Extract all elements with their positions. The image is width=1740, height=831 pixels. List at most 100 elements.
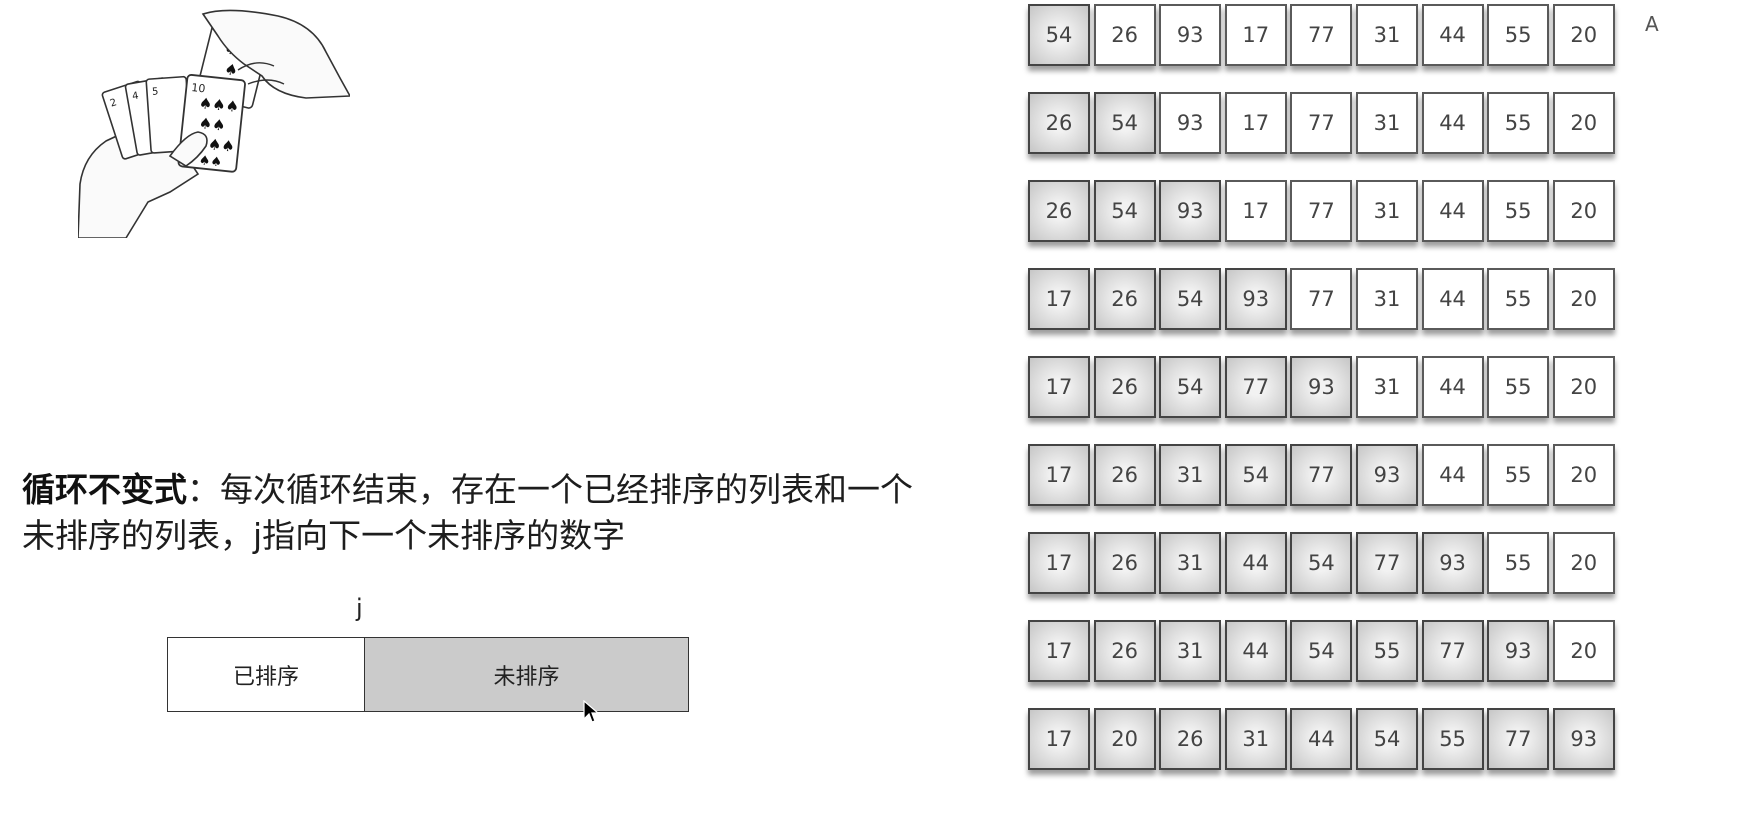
unsorted-cell: 93 <box>1159 92 1222 154</box>
sorted-cell: 54 <box>1224 444 1287 506</box>
sorted-cell: 17 <box>1028 620 1090 682</box>
sorted-unsorted-bar: 已排序 未排序 <box>167 637 689 712</box>
svg-text:♠♠: ♠♠ <box>198 114 227 135</box>
sorted-cell: 54 <box>1355 708 1418 770</box>
unsorted-cell: 20 <box>1552 4 1615 66</box>
sorted-cell: 54 <box>1093 180 1156 242</box>
unsorted-cell: 20 <box>1552 620 1615 682</box>
unsorted-cell: 55 <box>1487 444 1550 506</box>
sorted-region: 已排序 <box>168 638 365 711</box>
sorted-cell: 54 <box>1093 92 1156 154</box>
svg-text:♠♠♠: ♠♠♠ <box>198 94 240 116</box>
unsorted-cell: 44 <box>1421 356 1484 418</box>
sorted-cell: 77 <box>1290 444 1353 506</box>
sorted-cell: 26 <box>1093 532 1156 594</box>
sorted-cell: 26 <box>1093 620 1156 682</box>
unsorted-cell: 77 <box>1290 268 1353 330</box>
sorted-cell: 54 <box>1159 356 1222 418</box>
unsorted-cell: 44 <box>1421 268 1484 330</box>
card-rank-label: 5 <box>152 87 159 98</box>
unsorted-cell: 20 <box>1552 444 1615 506</box>
sorted-cell: 93 <box>1159 180 1222 242</box>
unsorted-cell: 31 <box>1355 180 1418 242</box>
unsorted-cell: 77 <box>1290 180 1353 242</box>
unsorted-cell: 77 <box>1290 92 1353 154</box>
sorted-cell: 77 <box>1224 356 1287 418</box>
unsorted-cell: 44 <box>1421 4 1484 66</box>
sorted-cell: 55 <box>1355 620 1418 682</box>
sorted-cell: 54 <box>1290 532 1353 594</box>
unsorted-cell: 20 <box>1552 180 1615 242</box>
unsorted-cell: 44 <box>1421 92 1484 154</box>
unsorted-cell: 77 <box>1290 4 1353 66</box>
array-label: A <box>1645 12 1659 36</box>
unsorted-cell: 55 <box>1487 92 1550 154</box>
sorted-cell: 93 <box>1487 620 1550 682</box>
sorted-cell: 17 <box>1028 532 1090 594</box>
unsorted-cell: 55 <box>1487 180 1550 242</box>
unsorted-cell: 17 <box>1224 92 1287 154</box>
loop-invariant-text: ：每次循环结束，存在一个已经排序的列表和一个未排序的列表，j指向下一个未排序的数… <box>22 470 913 555</box>
sorted-cell: 77 <box>1487 708 1550 770</box>
sorted-cell: 93 <box>1224 268 1287 330</box>
pointer-j-label: j <box>356 594 363 622</box>
sorted-cell: 93 <box>1552 708 1615 770</box>
sorted-cell: 31 <box>1159 532 1222 594</box>
unsorted-cell: 31 <box>1355 92 1418 154</box>
sorted-cell: 54 <box>1290 620 1353 682</box>
sorted-cell: 20 <box>1093 708 1156 770</box>
sorted-cell: 77 <box>1355 532 1418 594</box>
card-rank-label: 4 <box>131 90 139 102</box>
svg-text:♠♠: ♠♠ <box>198 153 223 170</box>
unsorted-cell: 55 <box>1487 4 1550 66</box>
sorted-cell: 31 <box>1224 708 1287 770</box>
sorted-cell: 26 <box>1093 444 1156 506</box>
sorted-cell: 26 <box>1159 708 1222 770</box>
sorted-cell: 44 <box>1224 532 1287 594</box>
sorted-cell: 17 <box>1028 708 1090 770</box>
sorted-cell: 44 <box>1290 708 1353 770</box>
sorted-cell: 55 <box>1421 708 1484 770</box>
unsorted-cell: 31 <box>1355 356 1418 418</box>
sorted-cell: 54 <box>1159 268 1222 330</box>
sorted-cell: 26 <box>1093 356 1156 418</box>
sorted-cell: 31 <box>1159 444 1222 506</box>
unsorted-cell: 44 <box>1421 180 1484 242</box>
sorted-cell: 93 <box>1355 444 1418 506</box>
unsorted-cell: 55 <box>1487 532 1550 594</box>
card-front: 10 ♠♠♠ ♠♠ ♠♠♠ ♠♠ <box>177 74 246 173</box>
unsorted-cell: 17 <box>1224 180 1287 242</box>
unsorted-cell: 31 <box>1355 268 1418 330</box>
unsorted-cell: 20 <box>1552 356 1615 418</box>
sorted-cell: 77 <box>1421 620 1484 682</box>
sorted-cell: 93 <box>1290 356 1353 418</box>
sorted-cell: 17 <box>1028 356 1090 418</box>
unsorted-cell: 31 <box>1355 4 1418 66</box>
sorted-cell: 44 <box>1224 620 1287 682</box>
sorted-cell: 26 <box>1028 92 1090 154</box>
unsorted-cell: 26 <box>1093 4 1156 66</box>
unsorted-cell: 20 <box>1552 532 1615 594</box>
unsorted-cell: 55 <box>1487 356 1550 418</box>
sorted-cell: 17 <box>1028 268 1090 330</box>
unsorted-region: 未排序 <box>365 638 688 711</box>
loop-invariant-description: 循环不变式：每次循环结束，存在一个已经排序的列表和一个未排序的列表，j指向下一个… <box>22 467 922 559</box>
unsorted-cell: 17 <box>1224 4 1287 66</box>
unsorted-cell: 93 <box>1159 4 1222 66</box>
mouse-cursor-icon <box>583 700 599 723</box>
card-rank-label: 10 <box>191 81 206 95</box>
unsorted-cell: 55 <box>1487 268 1550 330</box>
loop-invariant-term: 循环不变式 <box>22 470 187 509</box>
sorted-cell: 93 <box>1421 532 1484 594</box>
sorted-cell: 26 <box>1028 180 1090 242</box>
sorted-cell: 17 <box>1028 444 1090 506</box>
